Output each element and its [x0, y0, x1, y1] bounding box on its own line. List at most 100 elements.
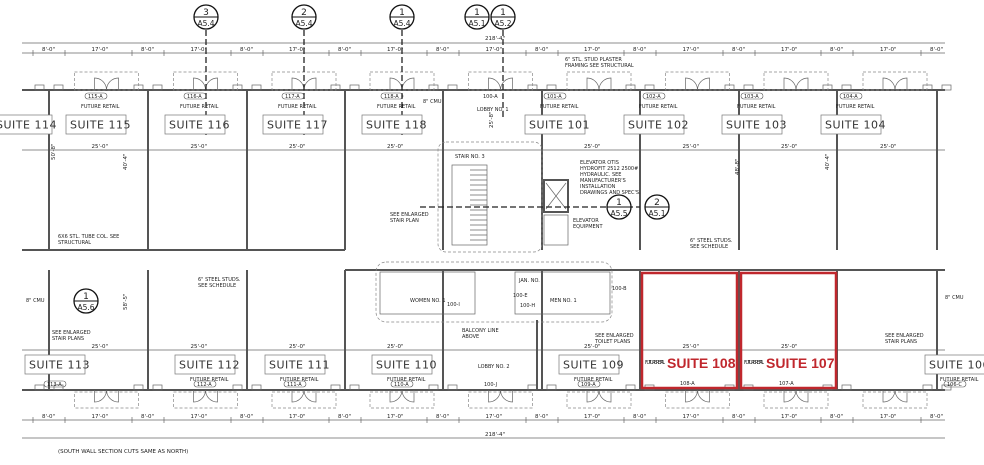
- dimension-label: 25'-0": [880, 144, 897, 150]
- storefront-south: [173, 391, 238, 409]
- storefront-north: [862, 71, 928, 91]
- suite-114[interactable]: SUITE 114: [0, 114, 57, 135]
- dimension-label: 25'-0": [92, 144, 109, 150]
- suite-108-highlight[interactable]: [640, 271, 739, 390]
- door-tag-oval: [84, 92, 108, 100]
- door-tag: 118-A: [384, 94, 399, 100]
- suite-107-label[interactable]: SUITE 107: [766, 355, 835, 371]
- entry-door: [94, 389, 119, 403]
- suite-label-box: [0, 114, 53, 135]
- storefront-pier: [644, 84, 655, 91]
- dimension-label: 17'-0": [289, 414, 306, 420]
- steel-studs-note: 6" STEEL STUDS. SEE SCHEDULE: [198, 277, 241, 289]
- dimension-label: 25'-0": [92, 344, 109, 350]
- door-tag: 116-A: [187, 94, 202, 100]
- section-number: 2: [301, 8, 307, 18]
- suite-use: FUTURE RETAIL: [377, 104, 416, 110]
- suite-label-box: [524, 114, 586, 135]
- storefront-pier: [922, 84, 933, 91]
- suite-label-box: [164, 114, 226, 135]
- section-bubble[interactable]: 3A5.4: [193, 4, 219, 30]
- dimension-label: 17'-0": [191, 414, 208, 420]
- storefront-pier: [251, 84, 262, 91]
- dimension-label: 8'-0": [830, 47, 843, 53]
- notes: 6" STL. STUD PLASTER FRAMING SEE STRUCTU…: [26, 57, 964, 345]
- elevator-shaft: [543, 179, 569, 213]
- storefront-pier: [841, 84, 852, 91]
- suite-use: FUTURE RETAIL: [639, 104, 678, 110]
- dimension-label: 8'-0": [633, 47, 646, 53]
- dimension-label: 25'-0": [387, 144, 404, 150]
- dimension-label: 17'-0": [486, 414, 503, 420]
- section-bubble[interactable]: 1A5.5: [606, 194, 632, 220]
- storefront-pier: [34, 384, 45, 391]
- door-tag-oval: [577, 380, 601, 388]
- section-bubble[interactable]: 2A5.1: [644, 194, 670, 220]
- suite-name: SUITE 117: [267, 119, 328, 132]
- sheet-number: A5.4: [295, 19, 312, 28]
- dimension-label: 25'-0": [289, 344, 306, 350]
- entry-door: [882, 389, 908, 403]
- dimension-label: 8'-0": [42, 414, 55, 420]
- suite-label-box: [264, 354, 326, 375]
- section-bubble[interactable]: 2A5.4: [291, 4, 317, 30]
- suite-name: SUITE 113: [29, 359, 90, 372]
- sheet-number: A5.4: [393, 19, 410, 28]
- dimension-label: 25'-0": [387, 344, 404, 350]
- suite-107-highlight[interactable]: [739, 271, 838, 390]
- dimension-label: 17'-0": [584, 414, 601, 420]
- dimension-label: 25'-0": [584, 144, 601, 150]
- suite-name: SUITE 102: [628, 119, 689, 132]
- storefront-north: [763, 71, 829, 91]
- storefront-pier: [53, 84, 64, 91]
- suite-label-box: [820, 114, 882, 135]
- section-number: 1: [83, 292, 89, 302]
- section-bubble[interactable]: 1A5.2: [490, 4, 516, 30]
- entry-door: [783, 389, 809, 403]
- storefront-north: [74, 71, 139, 91]
- sheet-number: A5.1: [468, 19, 485, 28]
- suite-use: FUTURE RETAIL: [81, 104, 120, 110]
- section-number: 1: [616, 198, 622, 208]
- lobby-2-tag: 100-J: [484, 382, 497, 388]
- suite-117[interactable]: SUITE 117 117-A FUTURE RETAIL: [262, 92, 328, 135]
- suite-use: FUTURE RETAIL: [278, 104, 317, 110]
- dimension-label: 8'-0": [436, 47, 449, 53]
- door-tag: 101-A: [547, 94, 562, 100]
- storefront-pier: [941, 384, 952, 391]
- dimension-label: 17'-0": [486, 47, 503, 53]
- storefront-pier: [152, 384, 163, 391]
- sheet-number: A5.1: [648, 209, 665, 218]
- section-bubble[interactable]: 1A5.1: [464, 4, 490, 30]
- dimension-label: 8'-0": [535, 47, 548, 53]
- section-bubble[interactable]: 1A5.4: [389, 4, 415, 30]
- sheet-number: A5.4: [197, 19, 214, 28]
- door-tag-oval: [43, 380, 67, 388]
- dimension-label: 17'-0": [880, 47, 897, 53]
- dimension-label: 25'-0": [191, 344, 208, 350]
- dimension-label: 17'-0": [880, 414, 897, 420]
- section-bubble[interactable]: 1A5.6: [73, 288, 99, 314]
- dimension-label: 8'-0": [930, 414, 943, 420]
- cmu-note: 8" CMU: [945, 295, 964, 301]
- suite-name: SUITE 106: [929, 359, 984, 372]
- door-tag-oval: [380, 92, 404, 100]
- suite-108-label[interactable]: SUITE 108: [667, 355, 736, 371]
- door-tag-oval: [390, 380, 414, 388]
- door-tag: 117-A: [285, 94, 300, 100]
- women-restroom: [379, 271, 476, 315]
- door-tag-oval: [543, 92, 567, 100]
